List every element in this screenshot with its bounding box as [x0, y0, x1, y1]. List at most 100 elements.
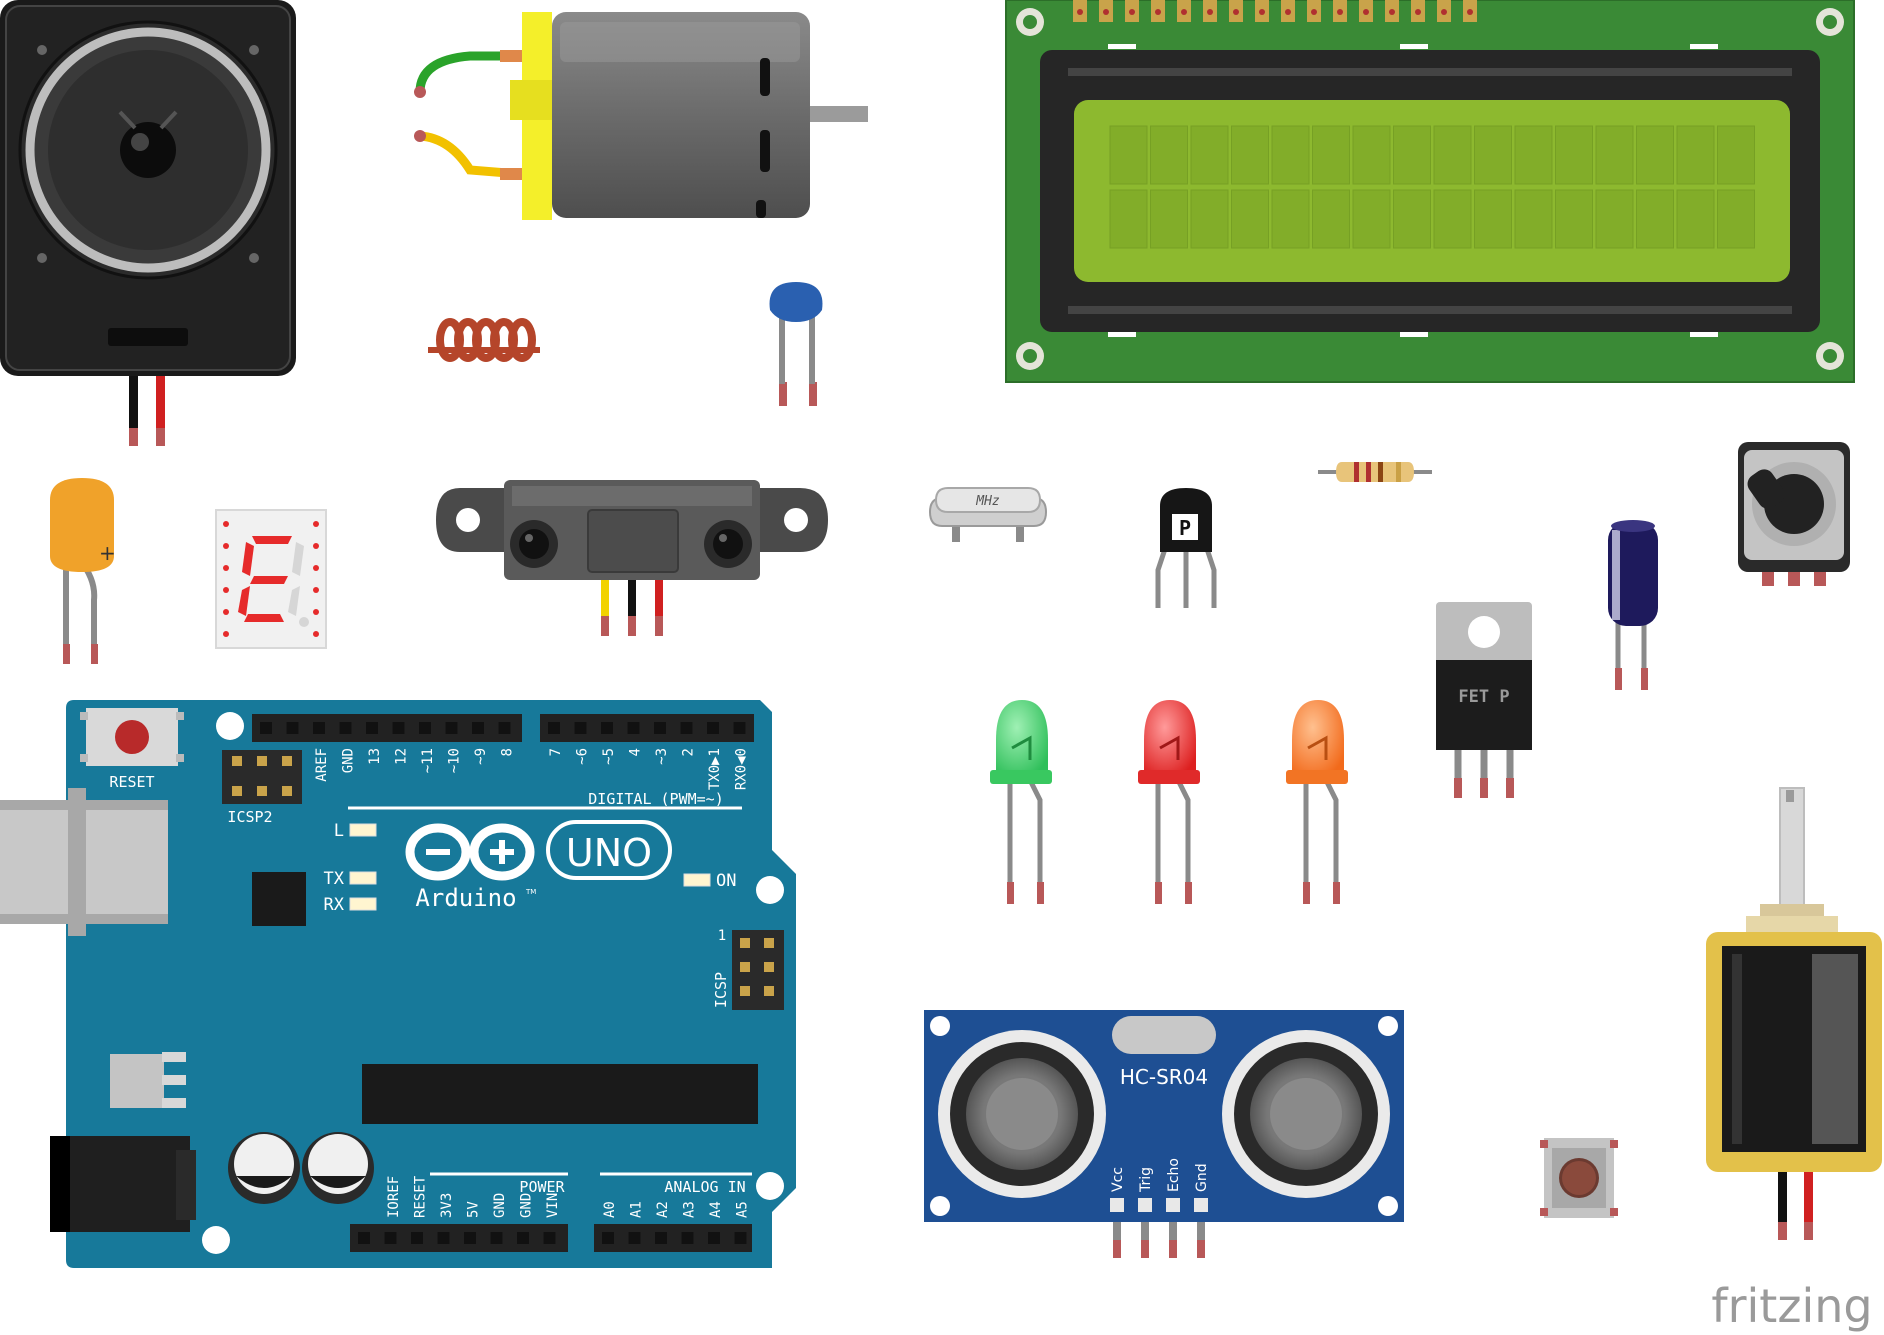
tactile-push-button [1540, 1138, 1618, 1218]
power-header-label: POWER [519, 1178, 565, 1196]
lcd-character-cell [1514, 189, 1553, 249]
lcd-pin-hole [1233, 9, 1239, 15]
lcd-character-cell [1636, 125, 1674, 185]
lcd-pin-hole [1363, 9, 1369, 15]
lcd-character-cell [1676, 189, 1715, 249]
lcd-character-cell [1555, 125, 1593, 185]
to92-transistor: P [1155, 488, 1217, 608]
analog-pin-label: A1 [629, 1201, 645, 1218]
lcd-character-cell [1352, 125, 1391, 185]
digital-pin-label: 13 [367, 748, 383, 765]
header-pin [419, 722, 431, 734]
icsp-pin1-label: 1 [718, 928, 726, 944]
digital-pin-label: RX0◀0 [734, 748, 750, 790]
icsp2-label: ICSP2 [227, 808, 272, 826]
header-pin [498, 722, 511, 734]
header-pin [543, 1232, 556, 1244]
lcd-character-cell [1190, 189, 1229, 249]
lcd-character-cell [1109, 125, 1148, 185]
crystal-label: MHz [975, 494, 1000, 509]
speaker [0, 0, 296, 446]
header-pin [707, 722, 719, 734]
digital-pin-label: ~11 [420, 748, 436, 773]
lcd-character-cell [1231, 125, 1269, 185]
digital-pin-label: ~9 [473, 748, 489, 765]
header-pin [628, 1232, 641, 1244]
uno-model-label: UNO [566, 831, 652, 875]
digital-pin-label: 7 [548, 748, 564, 756]
digital-pin-label: 2 [681, 748, 697, 756]
lcd-character-cell [1312, 125, 1350, 185]
lcd-pin-hole [1337, 9, 1343, 15]
power-pin-label: IOREF [386, 1176, 402, 1218]
analog-pin-label: A5 [735, 1201, 751, 1218]
digital-pin-label: 8 [500, 748, 516, 756]
header-pin [464, 1232, 476, 1244]
header-pin [601, 722, 613, 734]
lcd-character-cell [1433, 125, 1472, 185]
header-pin [384, 1232, 397, 1244]
power-pin-label: GND [519, 1193, 535, 1218]
lcd-character-cell [1514, 125, 1553, 185]
lcd-character-cell [1352, 189, 1391, 249]
analog-pin-label: A4 [708, 1201, 724, 1218]
header-pin [681, 1232, 694, 1244]
led-l-label: L [334, 821, 344, 841]
reset-label: RESET [109, 773, 154, 791]
solenoid [1706, 787, 1882, 1240]
digital-pin-label: ~10 [447, 748, 463, 773]
dc-motor [414, 12, 868, 220]
fritzing-watermark: fritzing [1711, 1279, 1872, 1333]
header-pin [490, 1232, 503, 1244]
header-pin [286, 722, 299, 734]
arduino-logo: Arduino TM UNO [405, 820, 672, 912]
lcd-pin-hole [1207, 9, 1213, 15]
lcd-character-cell [1312, 189, 1350, 249]
led-red [1138, 700, 1200, 904]
arduino-wordmark: Arduino [415, 884, 516, 912]
lcd-pin-hole [1103, 9, 1109, 15]
lcd-character-cell [1190, 125, 1229, 185]
lcd-pin-hole [1155, 9, 1161, 15]
digital-pin-label: AREF [314, 748, 330, 782]
header-pin [734, 1232, 747, 1244]
lcd-character-cell [1595, 125, 1634, 185]
sensor-pin-label: Trig [1138, 1167, 1154, 1193]
sensor-pin-label: Echo [1166, 1158, 1182, 1192]
potentiometer [1738, 442, 1850, 586]
header-pin [358, 1232, 370, 1244]
analog-pin-label: A2 [655, 1201, 671, 1218]
header-pin [733, 722, 746, 734]
led-tx-label: TX [324, 869, 345, 889]
lcd-character-cell [1231, 189, 1269, 249]
lcd-character-cell [1271, 189, 1310, 249]
header-pin [392, 722, 405, 734]
lcd-pin-hole [1441, 9, 1447, 15]
lcd-pin-hole [1285, 9, 1291, 15]
lcd-character-cell [1393, 189, 1431, 249]
header-pin [548, 722, 560, 734]
crystal-oscillator: MHz [928, 487, 1048, 542]
power-pin-label: 3V3 [439, 1193, 455, 1218]
lcd-character-cell [1474, 189, 1512, 249]
lcd-pin-hole [1077, 9, 1083, 15]
lcd-character-cell [1474, 125, 1512, 185]
power-pin-label: VIN [545, 1193, 561, 1218]
mosfet-to220: FET P [1436, 602, 1532, 798]
digital-pin-label: GND [341, 748, 357, 773]
analog-pin-label: A3 [682, 1201, 698, 1218]
lcd-pin-hole [1389, 9, 1395, 15]
lcd-character-cell [1433, 189, 1472, 249]
sensor-pin-label: Gnd [1194, 1163, 1210, 1192]
led-on-label: ON [716, 871, 736, 891]
header-pin [437, 1232, 450, 1244]
lcd-character-cell [1150, 125, 1188, 185]
lcd-character-cell [1555, 189, 1593, 249]
lcd-16x2 [1005, 0, 1855, 383]
ceramic-capacitor [769, 282, 823, 406]
arduino-trademark: TM [525, 888, 536, 896]
lcd-character-cell [1676, 125, 1715, 185]
